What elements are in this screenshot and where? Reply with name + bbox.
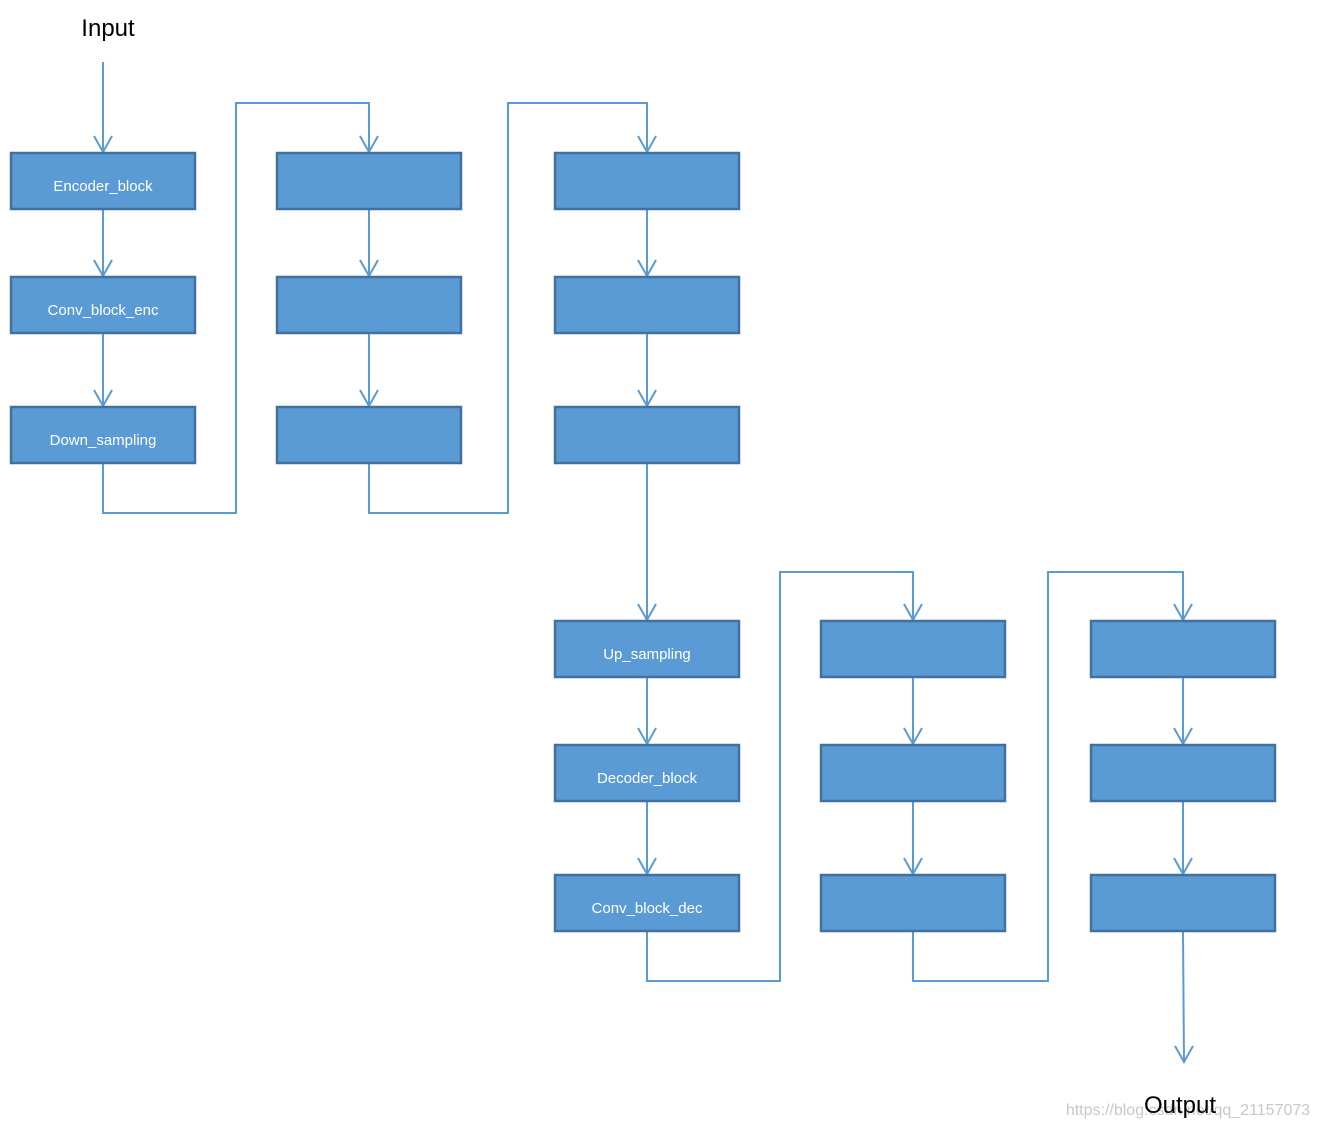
up-sampling-block: Up_sampling — [553, 619, 741, 679]
conv-block-dec-2 — [819, 873, 1007, 933]
connector-loop — [102, 102, 370, 514]
arrowhead — [1174, 1045, 1194, 1065]
block-label: Decoder_block — [597, 770, 698, 787]
conv-block-enc-3 — [553, 275, 741, 335]
output-label: Output — [1144, 1092, 1216, 1119]
encoder-block-2 — [275, 151, 463, 211]
down-sampling-block-3 — [553, 405, 741, 465]
decoder-block-2 — [819, 743, 1007, 803]
input-label: Input — [81, 15, 135, 42]
conv-block-enc: Conv_block_enc — [9, 275, 197, 335]
connector-loop — [912, 571, 1184, 982]
connector-loop — [646, 571, 914, 982]
up-sampling-block-2 — [819, 619, 1007, 679]
decoder-block-3 — [1089, 743, 1277, 803]
connector-output — [1182, 931, 1185, 1063]
block-label: Down_sampling — [50, 432, 157, 449]
decoder-block: Decoder_block — [553, 743, 741, 803]
conv-block-dec-3 — [1089, 873, 1277, 933]
conv-block-dec: Conv_block_dec — [553, 873, 741, 933]
down-sampling-block: Down_sampling — [9, 405, 197, 465]
block-label: Up_sampling — [603, 646, 691, 663]
connector-loop — [368, 102, 648, 514]
up-sampling-block-3 — [1089, 619, 1277, 679]
down-sampling-block-2 — [275, 405, 463, 465]
conv-block-enc-2 — [275, 275, 463, 335]
watermark: https://blog.csdn.net/qq_21157073 — [1066, 1102, 1310, 1119]
encoder-block: Encoder_block — [9, 151, 197, 211]
connectors — [102, 62, 1185, 1063]
block-label: Conv_block_dec — [592, 900, 703, 917]
encoder-block-3 — [553, 151, 741, 211]
block-label: Conv_block_enc — [48, 302, 159, 319]
block-label: Encoder_block — [53, 178, 153, 195]
